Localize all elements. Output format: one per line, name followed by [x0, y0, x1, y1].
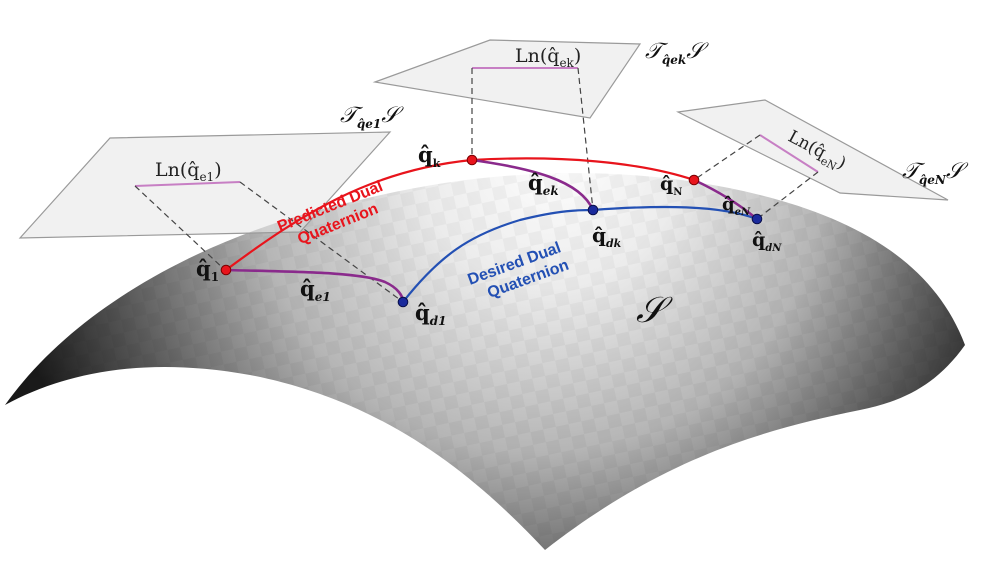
point-q1: [220, 264, 232, 276]
log-vector-e1: [134, 181, 241, 187]
label-qd1: q̂d1: [415, 300, 446, 328]
log-label-e1: Ln(q̂e1): [155, 159, 222, 184]
point-qd1: [397, 296, 409, 308]
projection-line: [577, 67, 594, 211]
point-qdN: [751, 213, 763, 225]
label-qk: q̂k: [418, 142, 441, 170]
point-qk: [466, 154, 478, 166]
label-qdN: q̂dN: [752, 229, 782, 254]
error-curve-eN: [693, 178, 758, 221]
point-qdk: [587, 204, 599, 216]
error-curve-ek: [471, 158, 595, 211]
projection-line: [239, 181, 404, 303]
point-qN: [688, 174, 700, 186]
label-qN: q̂N: [660, 173, 682, 198]
tangent-space-label-ek: 𝒯q̂ek𝒮: [645, 39, 709, 67]
projection-line: [756, 171, 819, 220]
desired-trajectory: [402, 205, 758, 303]
projection-line: [693, 134, 761, 181]
log-vector-eN: [759, 134, 819, 173]
projection-line: [134, 185, 226, 271]
tangent-plane-e1: Ln(q̂e1) 𝒯q̂e1𝒮: [18, 103, 404, 303]
tangent-space-label-e1: 𝒯q̂e1𝒮: [340, 103, 404, 131]
error-curve-e1: [225, 268, 405, 303]
tangent-plane-ek: Ln(q̂ek) 𝒯q̂ek𝒮: [372, 39, 709, 211]
label-q1: q̂1: [196, 256, 219, 284]
label-qek: q̂ek: [528, 170, 559, 198]
tangent-space-label-eN: 𝒯q̂eN𝒮: [902, 159, 969, 187]
label-qdk: q̂dk: [592, 223, 622, 250]
log-label-ek: Ln(q̂ek): [515, 45, 581, 70]
label-qe1: q̂e1: [300, 276, 331, 304]
label-qeN: q̂eN: [722, 194, 751, 218]
